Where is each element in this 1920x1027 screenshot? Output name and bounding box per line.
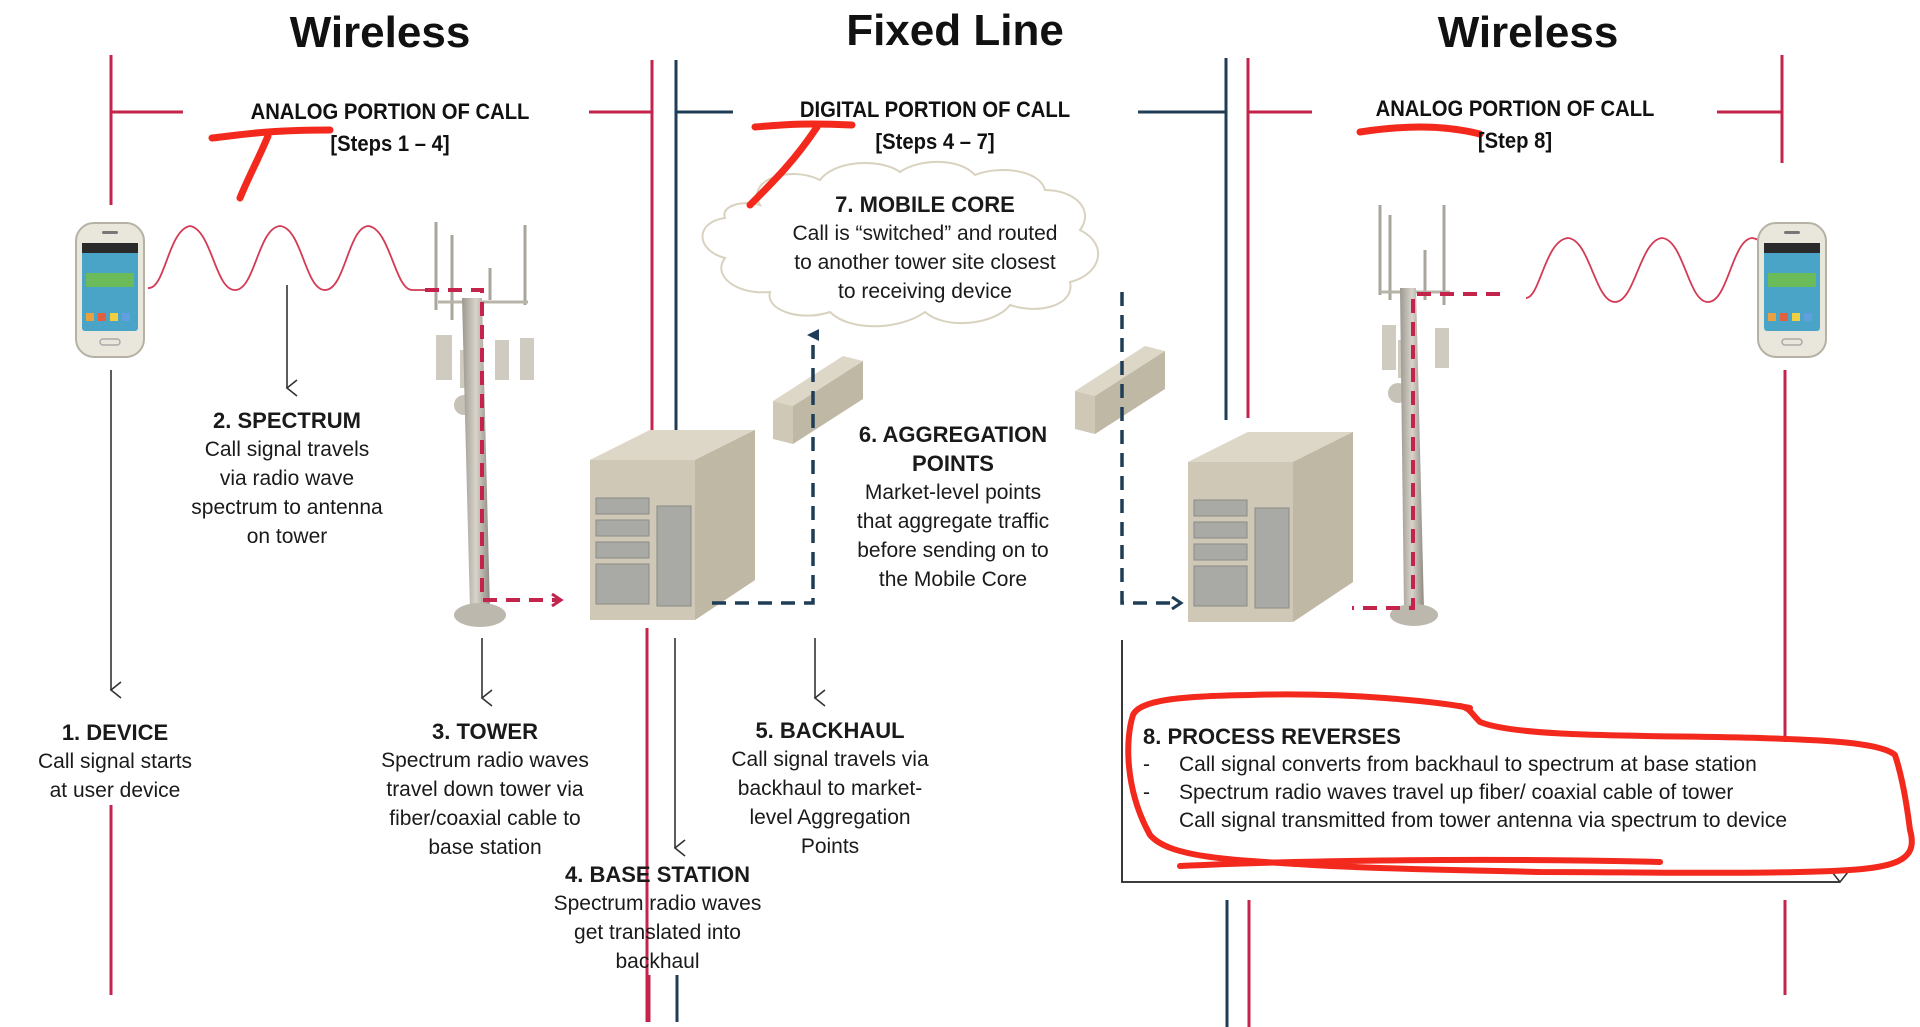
step-heading: 6. AGGREGATION POINTS xyxy=(858,422,1048,476)
section-title-wireless-left: Wireless xyxy=(289,8,471,57)
step-heading: 5. BACKHAUL xyxy=(755,718,905,743)
process-reverse-arrow xyxy=(1121,640,1849,884)
step-description: Call is “switched” and routed to another… xyxy=(792,222,1058,303)
list-item: - Spectrum radio waves travel up fiber/ … xyxy=(1143,779,1903,807)
cell-tower-left-icon xyxy=(425,222,560,627)
tower-cable-right xyxy=(1352,292,1500,610)
step-process-reverses: 8. PROCESS REVERSES - Call signal conver… xyxy=(1143,723,1903,835)
step-heading: 2. SPECTRUM xyxy=(213,408,361,433)
cell-tower-right-icon xyxy=(1352,205,1500,626)
portion-title: DIGITAL PORTION OF CALL xyxy=(799,97,1071,122)
base-station-right-icon xyxy=(1188,432,1353,622)
portion-label-digital: DIGITAL PORTION OF CALL [Steps 4 – 7] xyxy=(765,94,1105,158)
tower-cable-left xyxy=(425,288,560,600)
aggregation-point-right-icon xyxy=(1075,346,1165,434)
step-heading: 3. TOWER xyxy=(432,719,538,744)
step-heading: 4. BASE STATION xyxy=(565,862,750,887)
step-description: Spectrum radio waves travel down tower v… xyxy=(381,749,589,859)
bracket-right-wireless xyxy=(1717,55,1787,995)
step-heading: 1. DEVICE xyxy=(61,720,169,745)
bullet-marker: - xyxy=(1143,753,1150,776)
portion-label-analog-left: ANALOG PORTION OF CALL [Steps 1 – 4] xyxy=(220,96,560,160)
step-base-station: 4. BASE STATION Spectrum radio waves get… xyxy=(530,860,785,976)
step-heading: 7. MOBILE CORE xyxy=(835,192,1015,217)
bracket-left-wireless xyxy=(109,55,652,995)
radio-wave-right xyxy=(1525,237,1777,303)
bullet-text: Spectrum radio waves travel up fiber/ co… xyxy=(1179,781,1734,804)
bullet-text: Call signal converts from backhaul to sp… xyxy=(1179,753,1757,776)
section-title-fixed-line: Fixed Line xyxy=(846,6,1064,55)
step-heading: 8. PROCESS REVERSES xyxy=(1143,724,1401,749)
cloud-icon xyxy=(701,160,1100,328)
step-device: 1. DEVICE Call signal starts at user dev… xyxy=(10,718,220,805)
step-spectrum: 2. SPECTRUM Call signal travels via radi… xyxy=(167,406,407,551)
step-aggregation: 6. AGGREGATION POINTS Market-level point… xyxy=(828,420,1078,594)
smartphone-right-icon xyxy=(1757,222,1827,358)
step-description: Spectrum radio waves get translated into… xyxy=(553,892,762,973)
step-description: Call signal starts at user device xyxy=(37,750,193,802)
base-station-left-icon xyxy=(590,430,755,620)
portion-title: ANALOG PORTION OF CALL xyxy=(250,99,530,124)
step-description: Market-level points that aggregate traff… xyxy=(856,481,1050,591)
portion-steps: [Steps 1 – 4] xyxy=(330,131,450,156)
list-item: - Call signal converts from backhaul to … xyxy=(1143,751,1903,779)
bullet-marker: - xyxy=(1143,781,1150,804)
backhaul-path-right xyxy=(1120,292,1180,603)
section-title-wireless-right: Wireless xyxy=(1437,8,1619,57)
portion-steps: [Steps 4 – 7] xyxy=(875,129,995,154)
radio-wave-left xyxy=(147,225,425,291)
portion-title: ANALOG PORTION OF CALL xyxy=(1375,96,1655,121)
backhaul-path-left xyxy=(712,329,819,605)
bullet-marker xyxy=(1143,807,1179,835)
portion-label-analog-right: ANALOG PORTION OF CALL [Step 8] xyxy=(1345,93,1685,157)
list-item: Call signal transmitted from tower anten… xyxy=(1143,807,1903,835)
step-mobile-core: 7. MOBILE CORE Call is “switched” and ro… xyxy=(735,190,1115,306)
red-annotation-marks xyxy=(208,120,1915,876)
aggregation-point-left-icon xyxy=(773,356,863,444)
bullet-text: Call signal transmitted from tower anten… xyxy=(1179,809,1788,832)
step-tower: 3. TOWER Spectrum radio waves travel dow… xyxy=(355,717,615,862)
step-description: Call signal travels via radio wave spect… xyxy=(191,438,383,548)
portion-steps: [Step 8] xyxy=(1477,128,1553,153)
smartphone-left-icon xyxy=(75,222,145,358)
step-backhaul: 5. BACKHAUL Call signal travels via back… xyxy=(700,716,960,861)
bracket-fixed-line xyxy=(645,58,1312,1027)
step-description: Call signal travels via backhaul to mark… xyxy=(731,748,929,858)
